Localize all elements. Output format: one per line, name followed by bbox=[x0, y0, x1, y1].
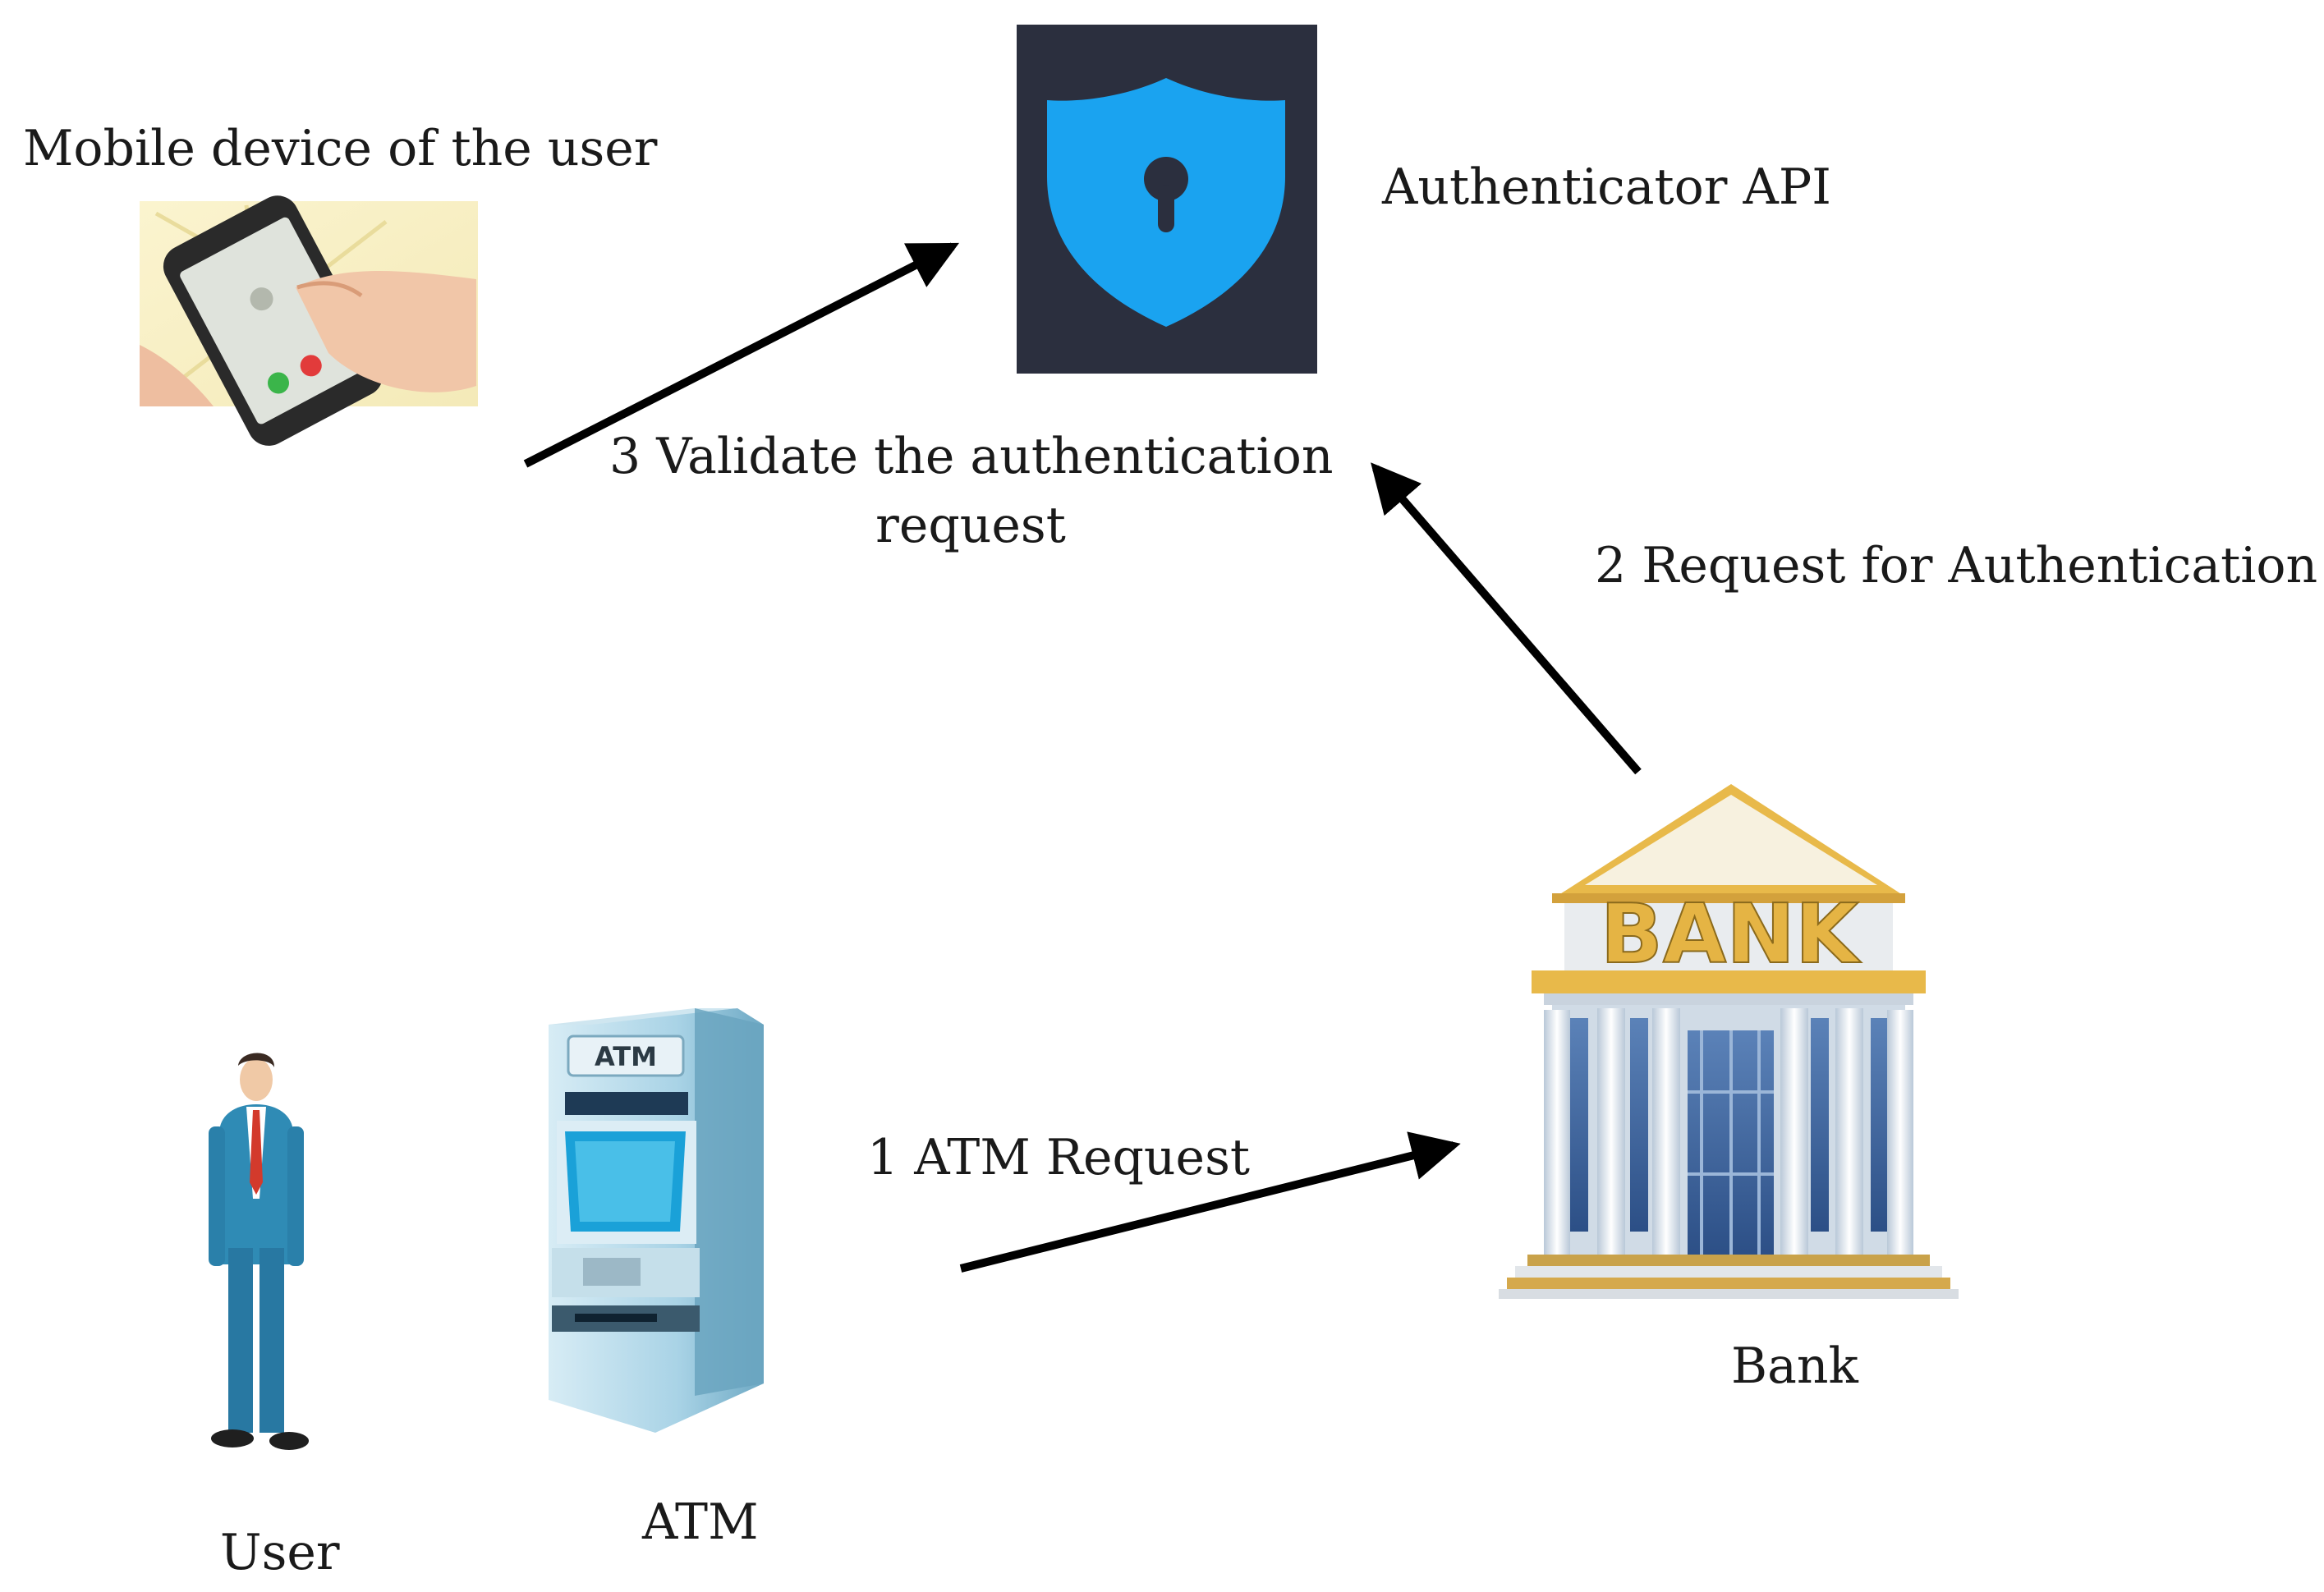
mobile-device-label: Mobile device of the user bbox=[23, 120, 658, 177]
businessman-icon bbox=[209, 1053, 309, 1450]
shield-lock-icon bbox=[1017, 25, 1317, 374]
atm-machine-icon: ATM bbox=[549, 1008, 764, 1433]
step3-label-line2: request bbox=[875, 497, 1066, 554]
bank-label: Bank bbox=[1731, 1337, 1858, 1395]
arrow-step1 bbox=[959, 1131, 1461, 1273]
step3-label-line1: 3 Validate the authentication bbox=[609, 428, 1334, 485]
user-label: User bbox=[220, 1524, 340, 1581]
step2-label: 2 Request for Authentication bbox=[1595, 537, 2318, 594]
step3-label: 3 Validate the authentication request bbox=[609, 427, 1334, 555]
svg-text:ATM: ATM bbox=[595, 1041, 657, 1072]
arrow-step2 bbox=[1371, 462, 1642, 775]
mobile-phone-icon bbox=[140, 195, 478, 446]
svg-text:BANK: BANK bbox=[1601, 886, 1862, 982]
step1-label: 1 ATM Request bbox=[867, 1129, 1250, 1186]
atm-label: ATM bbox=[642, 1493, 759, 1551]
arrow-step3 bbox=[523, 242, 960, 468]
bank-building-icon: BANK bbox=[1499, 784, 1959, 1299]
authenticator-api-label: Authenticator API bbox=[1382, 158, 1831, 216]
